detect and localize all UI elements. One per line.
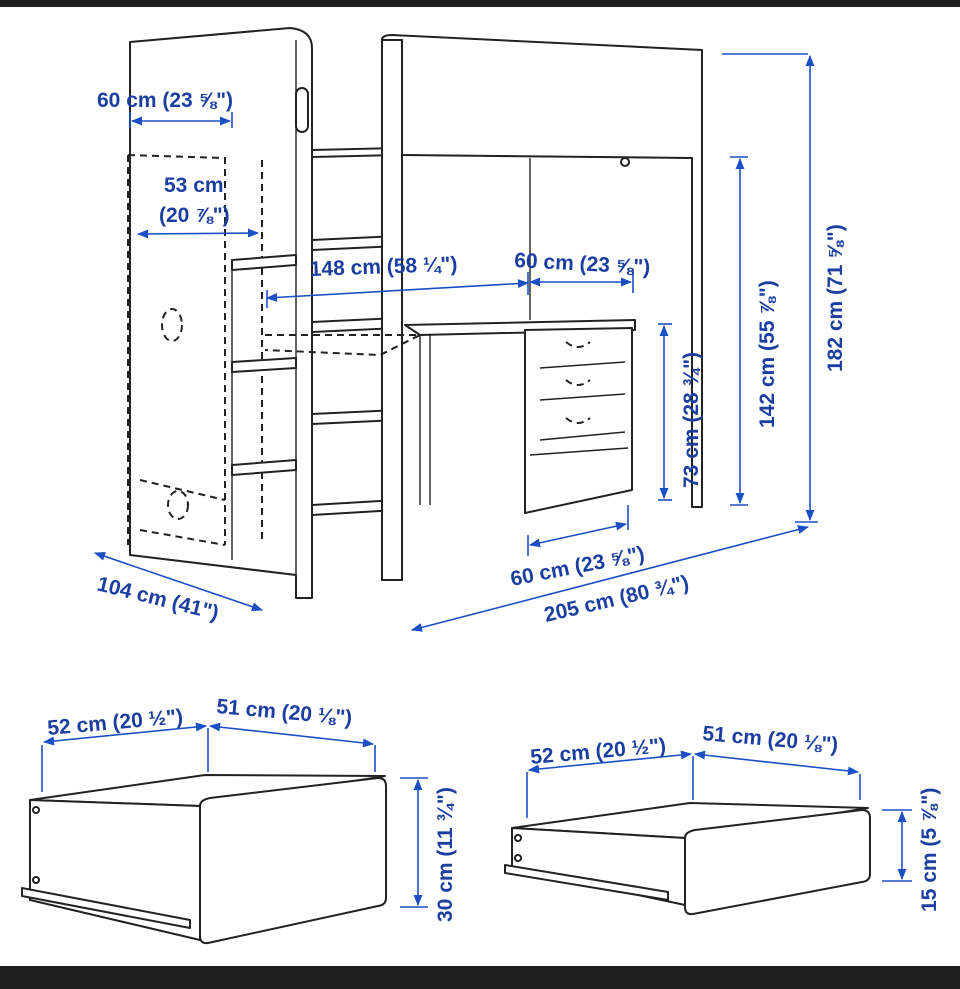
small-drawer-illustration [504,802,871,916]
desk-length-label: 148 cm (58 ¼") [309,253,457,281]
desk-drawer-width-label: 60 cm (23 ⅝") [514,249,651,279]
large-drawer-height-label: 30 cm (11 ¾") [434,787,457,922]
desk-depth-label: 60 cm (23 ⅝") [509,542,647,591]
large-drawer-illustration [21,774,387,945]
top-frame-bar [0,0,960,7]
wardrobe-inner-width-label-a: 53 cm [164,174,224,197]
wardrobe-width-label: 60 cm (23 ⅝") [97,89,233,112]
bottom-frame-bar [0,966,960,989]
total-height-label: 182 cm (71 ⅝") [824,224,847,372]
under-bed-height-label: 142 cm (55 ⅞") [756,280,779,428]
bed-depth-label: 104 cm (41") [95,573,221,625]
small-drawer-width-b-label: 51 cm (20 ⅛") [702,722,840,757]
desk-height-label: 73 cm (28 ¾") [680,352,703,488]
large-drawer-dimension-lines [41,722,428,908]
bed-dimension-lines [93,53,818,632]
loft-bed-illustration [127,27,703,599]
small-drawer-dimension-lines [526,750,912,882]
large-drawer-width-b-label: 51 cm (20 ⅛") [216,695,354,730]
small-drawer-height-label: 15 cm (5 ⅞") [918,788,941,912]
wardrobe-inner-width-label-b: (20 ⅞") [159,204,230,227]
